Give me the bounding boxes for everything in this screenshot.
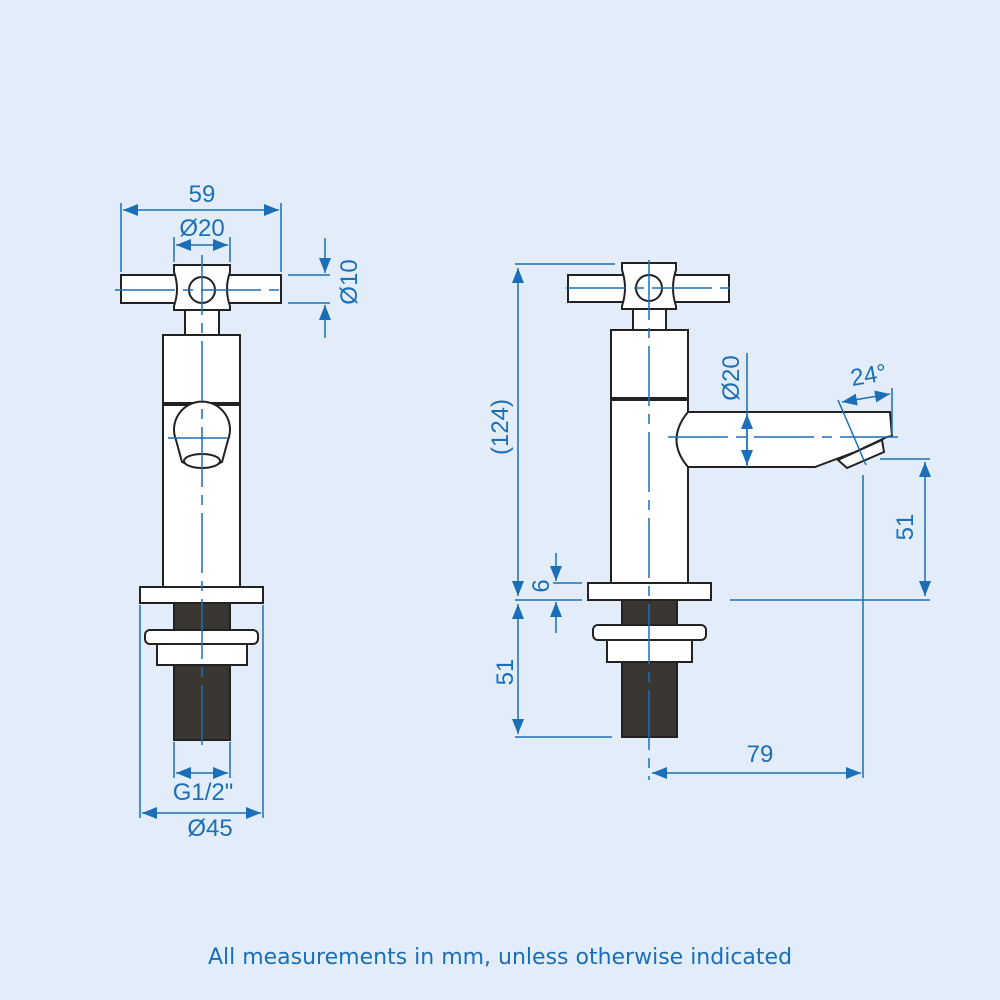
- dim-base-diameter: Ø45: [187, 815, 232, 842]
- side-dimensions: (124) 6 51 51 79 Ø20 24°: [487, 263, 931, 779]
- front-view: [115, 255, 287, 745]
- footer-note: All measurements in mm, unless otherwise…: [207, 945, 793, 970]
- side-view: [566, 260, 898, 780]
- front-dimensions: 59 Ø20 Ø10 G1/2" Ø45: [120, 181, 363, 842]
- dim-overall-height: (124): [487, 399, 514, 455]
- dim-width-59: 59: [189, 181, 216, 208]
- dim-hub-diameter: Ø20: [179, 215, 224, 242]
- dim-handle-diameter: Ø10: [336, 259, 363, 304]
- dim-spout-angle: 24°: [848, 359, 888, 392]
- dim-base-thickness: 6: [528, 579, 555, 592]
- dim-thread: G1/2": [173, 779, 234, 806]
- dim-spout-diameter: Ø20: [718, 355, 745, 400]
- dim-spout-height: 51: [892, 514, 919, 541]
- dim-tail-length: 51: [492, 659, 519, 686]
- dim-spout-reach: 79: [747, 741, 774, 768]
